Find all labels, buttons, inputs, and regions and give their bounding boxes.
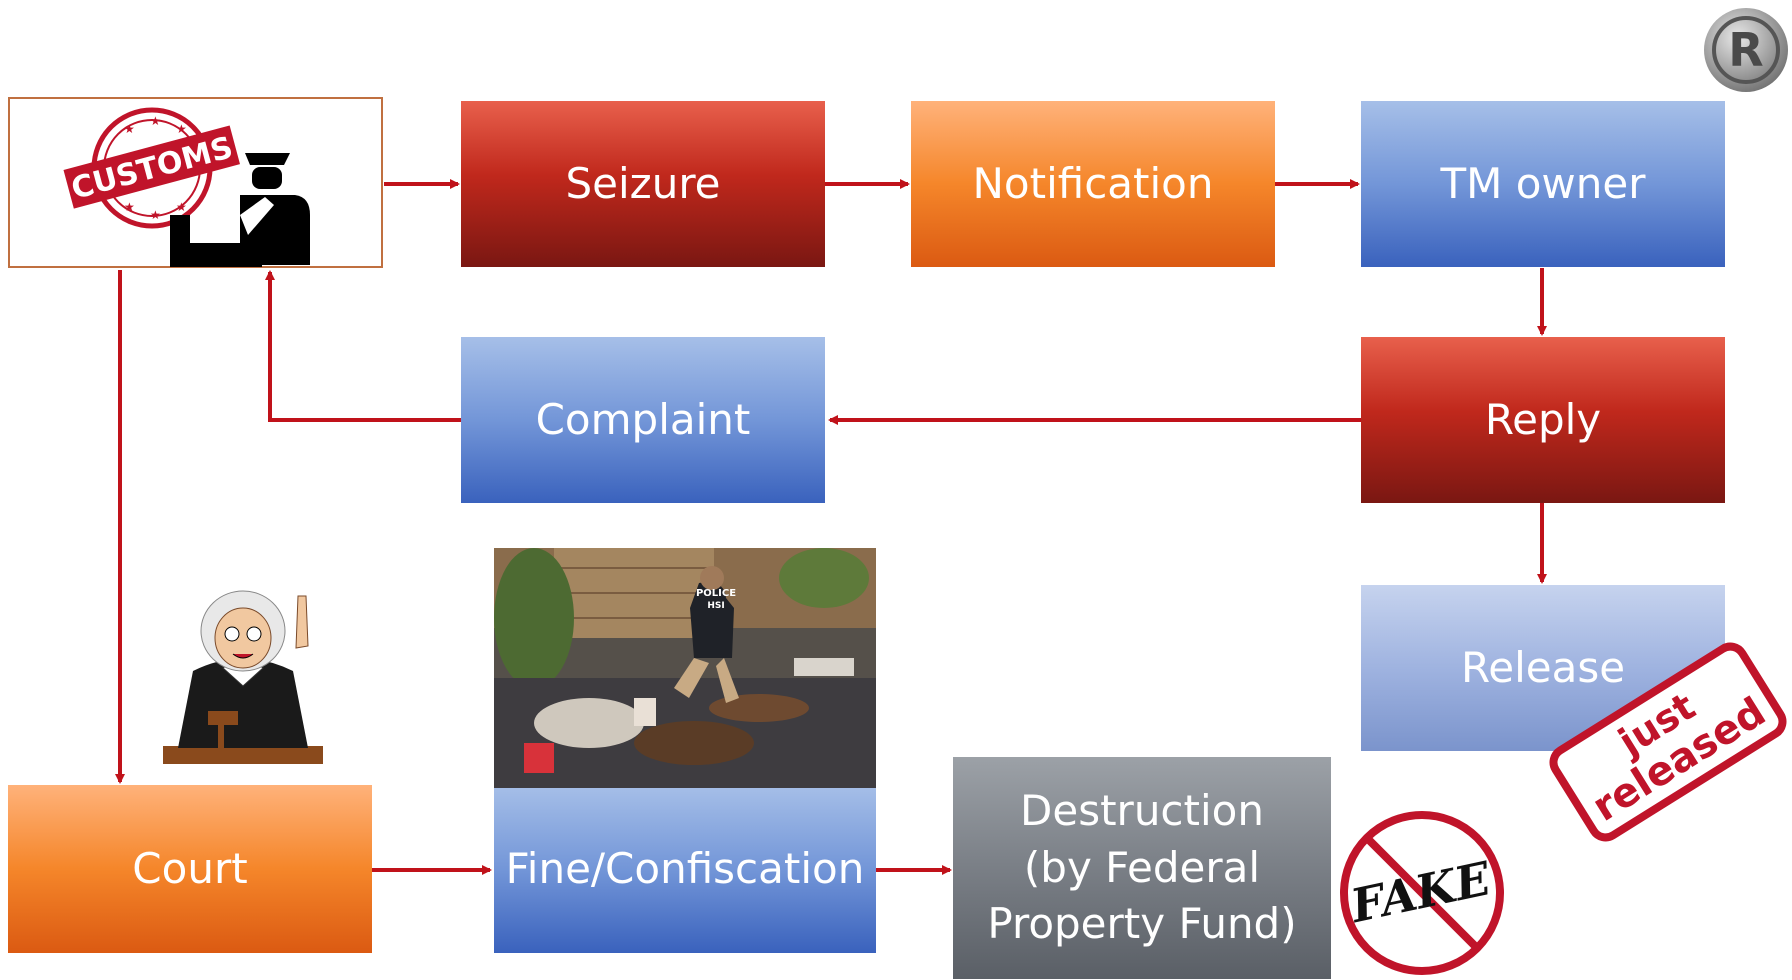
photo-vest-text-2: HSI xyxy=(707,601,724,611)
notification-node: Notification xyxy=(911,101,1275,267)
registered-mark-letter: R xyxy=(1728,23,1763,77)
seizure-node: Seizure xyxy=(461,101,825,267)
destruction-node: Destruction (by Federal Property Fund) xyxy=(953,757,1331,979)
court-label: Court xyxy=(132,843,248,893)
arrow-complaint-to-customs xyxy=(265,270,461,422)
fake-prohibited-icon: FAKE xyxy=(1340,811,1504,975)
fine-confiscation-node: Fine/Confiscation xyxy=(494,785,876,953)
customs-officer-icon xyxy=(170,153,310,267)
release-label: Release xyxy=(1460,642,1626,692)
notification-label: Notification xyxy=(972,158,1214,208)
fake-text: FAKE xyxy=(1344,851,1496,934)
registered-trademark-icon: R xyxy=(1704,8,1788,92)
court-node: Court xyxy=(8,785,372,953)
destruction-label-line3: Property Fund) xyxy=(987,899,1297,949)
complaint-node: Complaint xyxy=(461,337,825,503)
destruction-label-line1: Destruction xyxy=(1020,785,1264,835)
customs-stamp-icon: ★★★★★★ CUSTOMS xyxy=(63,107,240,229)
svg-text:★: ★ xyxy=(176,200,187,214)
judge-icon xyxy=(163,590,323,764)
destruction-label-line2: (by Federal xyxy=(1023,842,1261,892)
seized-goods-photo: POLICE HSI xyxy=(494,548,876,788)
tm-owner-node: TM owner xyxy=(1361,101,1725,267)
tm-owner-label: TM owner xyxy=(1440,158,1646,208)
customs-node: ★★★★★★ CUSTOMS xyxy=(8,97,383,268)
svg-text:★: ★ xyxy=(150,114,161,128)
svg-text:★: ★ xyxy=(124,200,135,214)
seizure-label: Seizure xyxy=(565,158,721,208)
fine-confiscation-label: Fine/Confiscation xyxy=(505,843,865,893)
svg-text:★: ★ xyxy=(176,122,187,136)
complaint-label: Complaint xyxy=(535,394,751,444)
reply-node: Reply xyxy=(1361,337,1725,503)
svg-text:★: ★ xyxy=(150,208,161,222)
photo-vest-text-1: POLICE xyxy=(696,588,736,599)
just-released-stamp-icon: just released xyxy=(1549,642,1787,842)
svg-text:★: ★ xyxy=(124,122,135,136)
reply-label: Reply xyxy=(1484,394,1602,444)
